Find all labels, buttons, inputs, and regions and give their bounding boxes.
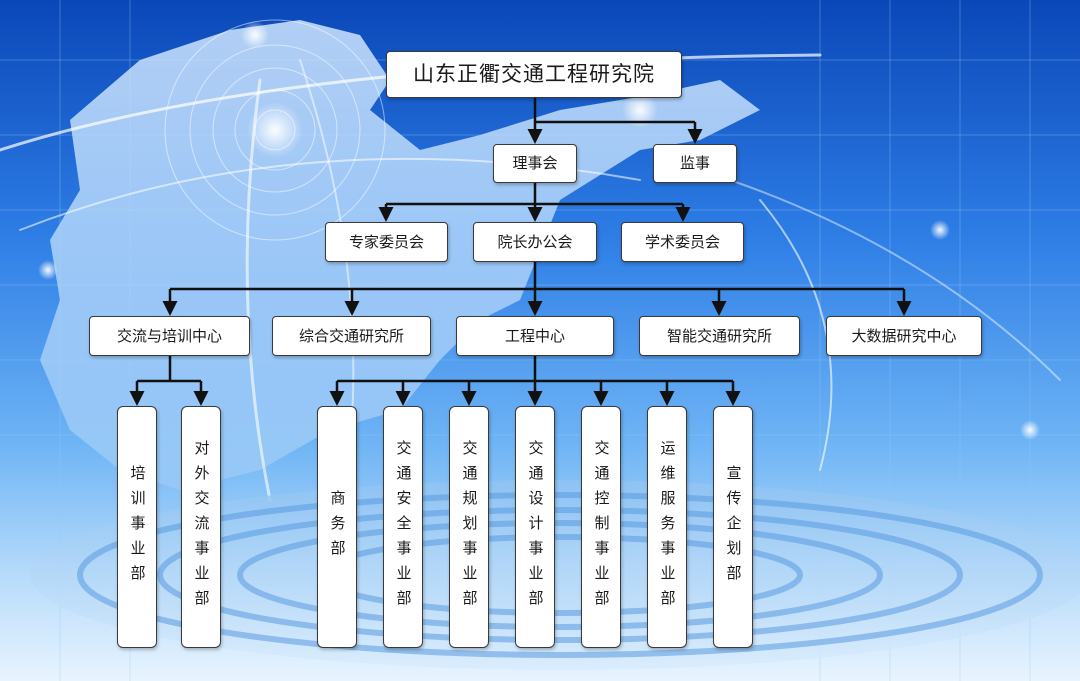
swirl-disc bbox=[30, 480, 1080, 670]
board-box: 理事会 bbox=[493, 144, 577, 183]
comprehensive-transport-institute-label: 综合交通研究所 bbox=[298, 326, 404, 345]
institute-title-box: 山东正衢交通工程研究院 bbox=[386, 51, 682, 98]
traffic-design-division-label: 交通设计事业部 bbox=[526, 439, 545, 615]
academic-committee-label: 学术委员会 bbox=[644, 232, 720, 251]
training-division-label: 培训事业部 bbox=[128, 464, 147, 590]
publicity-planning-dept-label: 宣传企划部 bbox=[724, 464, 743, 590]
glow-points bbox=[38, 21, 1040, 440]
traffic-design-division-box: 交通设计事业部 bbox=[515, 406, 555, 648]
external-exchange-division-label: 对外交流事业部 bbox=[192, 439, 211, 615]
comprehensive-transport-institute-box: 综合交通研究所 bbox=[272, 316, 431, 356]
big-data-center-label: 大数据研究中心 bbox=[851, 326, 957, 345]
academic-committee-box: 学术委员会 bbox=[621, 222, 744, 262]
external-exchange-division-box: 对外交流事业部 bbox=[181, 406, 221, 648]
board-label: 理事会 bbox=[512, 154, 558, 172]
engineering-center-box: 工程中心 bbox=[456, 316, 614, 356]
president-office-box: 院长办公会 bbox=[473, 222, 597, 262]
business-dept-label: 商务部 bbox=[328, 489, 347, 565]
intelligent-transport-institute-box: 智能交通研究所 bbox=[639, 316, 800, 356]
intelligent-transport-institute-label: 智能交通研究所 bbox=[666, 326, 772, 345]
big-data-center-box: 大数据研究中心 bbox=[826, 316, 982, 356]
publicity-planning-dept-box: 宣传企划部 bbox=[713, 406, 753, 648]
traffic-planning-division-label: 交通规划事业部 bbox=[460, 439, 479, 615]
president-office-label: 院长办公会 bbox=[497, 232, 573, 251]
institute-title: 山东正衢交通工程研究院 bbox=[413, 62, 655, 86]
expert-committee-label: 专家委员会 bbox=[348, 232, 424, 251]
operations-service-division-box: 运维服务事业部 bbox=[647, 406, 687, 648]
supervisor-box: 监事 bbox=[653, 144, 737, 183]
traffic-control-division-label: 交通控制事业部 bbox=[592, 439, 611, 615]
operations-service-division-label: 运维服务事业部 bbox=[658, 439, 677, 615]
business-dept-box: 商务部 bbox=[317, 406, 357, 648]
expert-committee-box: 专家委员会 bbox=[325, 222, 448, 262]
exchange-training-center-label: 交流与培训中心 bbox=[116, 326, 222, 345]
traffic-safety-division-label: 交通安全事业部 bbox=[394, 439, 413, 615]
traffic-planning-division-box: 交通规划事业部 bbox=[449, 406, 489, 648]
supervisor-label: 监事 bbox=[679, 154, 710, 172]
training-division-box: 培训事业部 bbox=[117, 406, 157, 648]
engineering-center-label: 工程中心 bbox=[504, 326, 565, 345]
traffic-control-division-box: 交通控制事业部 bbox=[581, 406, 621, 648]
exchange-training-center-box: 交流与培训中心 bbox=[89, 316, 250, 356]
traffic-safety-division-box: 交通安全事业部 bbox=[383, 406, 423, 648]
